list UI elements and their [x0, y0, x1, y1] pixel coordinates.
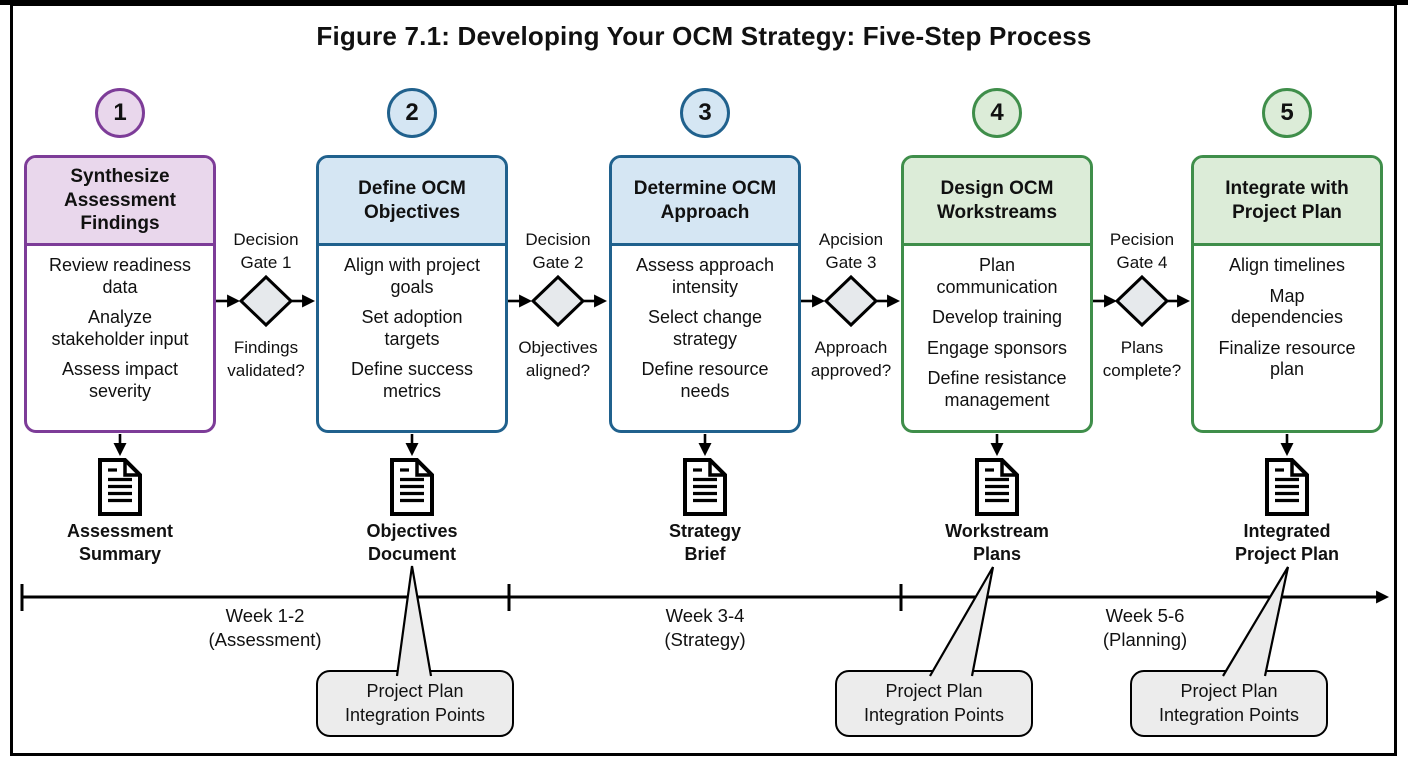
step-4-activities: Plan communication Develop training Enga… [904, 246, 1090, 430]
deliverable-label: Objectives Document [366, 521, 458, 564]
decision-gate-4-diamond [1093, 274, 1191, 328]
step-5-activities: Align timelines Map dependencies Finaliz… [1194, 246, 1380, 430]
step-activity: Set adoption targets [361, 307, 463, 349]
step-column-4: 4 Design OCM Workstreams Plan communicat… [901, 0, 1093, 768]
step-activity: Align with project goals [343, 255, 481, 297]
step-number: 1 [113, 99, 127, 126]
step-column-1: 1 Synthesize Assessment Findings Review … [24, 0, 216, 768]
step-activity: Finalize resource plan [1218, 337, 1356, 380]
step-column-5: 5 Integrate with Project Plan Align time… [1191, 0, 1383, 768]
step-2-number-badge: 2 [387, 88, 437, 138]
gate-1-question: Findings validated? [227, 338, 305, 380]
document-icon [390, 458, 434, 516]
gate-3-question: Approach approved? [810, 338, 892, 380]
decision-gate-2-diamond [508, 274, 608, 328]
step-activity: Assess impact severity [61, 359, 179, 401]
step-activity: Engage sponsors [926, 337, 1068, 358]
step-5-box: Integrate with Project Plan Align timeli… [1191, 155, 1383, 433]
step-column-2: 2 Define OCM Objectives Align with proje… [316, 0, 508, 768]
step-activity: Define resource needs [641, 359, 769, 401]
decision-gate-3-diamond [801, 274, 901, 328]
step-4-number-badge: 4 [972, 88, 1022, 138]
document-icon [683, 458, 727, 516]
step-activity: Review readiness data [48, 255, 192, 297]
decision-gate-1-diamond [216, 274, 316, 328]
step-5-number-badge: 5 [1262, 88, 1312, 138]
gate-3-label: Apcision Gate 3 [818, 230, 884, 272]
timeline-segment-3-label: Week 5-6 (Planning) [1102, 605, 1188, 651]
step-3-box: Determine OCM Approach Assess approach i… [609, 155, 801, 433]
document-icon [975, 458, 1019, 516]
callout-label: Project Plan Integration Points [1158, 681, 1300, 725]
step-activity: Define success metrics [350, 359, 474, 401]
gate-4-question: Plans complete? [1102, 338, 1182, 380]
timeline-segment-1-label: Week 1-2 (Assessment) [208, 605, 322, 651]
step-1-activities: Review readiness data Analyze stakeholde… [27, 246, 213, 430]
callout-label: Project Plan Integration Points [863, 681, 1005, 725]
step-activity: Define resistance management [927, 368, 1067, 410]
step-activity: Align timelines [1228, 255, 1346, 275]
deliverable-label: Integrated Project Plan [1234, 521, 1340, 564]
step-2-title: Define OCM Objectives [319, 158, 505, 246]
step-activity: Analyze stakeholder input [51, 307, 189, 349]
figure-title: Figure 7.1: Developing Your OCM Strategy… [316, 21, 1092, 51]
step-3-title: Determine OCM Approach [612, 158, 798, 246]
step-number: 4 [990, 99, 1004, 126]
step-column-3: 3 Determine OCM Approach Assess approach… [609, 0, 801, 768]
step-activity: Develop training [931, 307, 1063, 328]
callout-2: Project Plan Integration Points [835, 670, 1033, 737]
callout-3: Project Plan Integration Points [1130, 670, 1328, 737]
step-number: 5 [1280, 99, 1294, 126]
step-5-title: Integrate with Project Plan [1194, 158, 1380, 246]
gate-2-label: Decision Gate 2 [525, 230, 591, 272]
document-icon [98, 458, 142, 516]
step-1-box: Synthesize Assessment Findings Review re… [24, 155, 216, 433]
deliverable-label: Workstream Plans [945, 521, 1049, 564]
step-2-box: Define OCM Objectives Align with project… [316, 155, 508, 433]
timeline-segment-2-label: Week 3-4 (Strategy) [664, 605, 746, 651]
callout-label: Project Plan Integration Points [344, 681, 486, 725]
deliverable-arrows [113, 434, 1294, 457]
step-3-number-badge: 3 [680, 88, 730, 138]
step-1-title: Synthesize Assessment Findings [27, 158, 213, 246]
step-3-activities: Assess approach intensity Select change … [612, 246, 798, 430]
gate-4-label: Pecision Gate 4 [1109, 230, 1175, 272]
deliverable-label: Assessment Summary [66, 521, 174, 564]
deliverable-label: Strategy Brief [668, 521, 742, 564]
figure-border [10, 3, 1397, 756]
step-activity: Select change strategy [647, 307, 763, 349]
callout-1: Project Plan Integration Points [316, 670, 514, 737]
step-number: 2 [405, 99, 419, 126]
step-1-number-badge: 1 [95, 88, 145, 138]
step-4-title: Design OCM Workstreams [904, 158, 1090, 246]
step-activity: Map dependencies [1230, 285, 1344, 328]
gate-2-question: Objectives aligned? [518, 338, 598, 380]
step-4-box: Design OCM Workstreams Plan communicatio… [901, 155, 1093, 433]
timeline-axis [20, 584, 1390, 611]
step-activity: Assess approach intensity [635, 255, 775, 297]
gate-1-label: Decision Gate 1 [233, 230, 299, 272]
document-icon [1265, 458, 1309, 516]
top-border-bar [0, 0, 1408, 5]
step-number: 3 [698, 99, 712, 126]
step-2-activities: Align with project goals Set adoption ta… [319, 246, 505, 430]
step-activity: Plan communication [936, 255, 1058, 297]
